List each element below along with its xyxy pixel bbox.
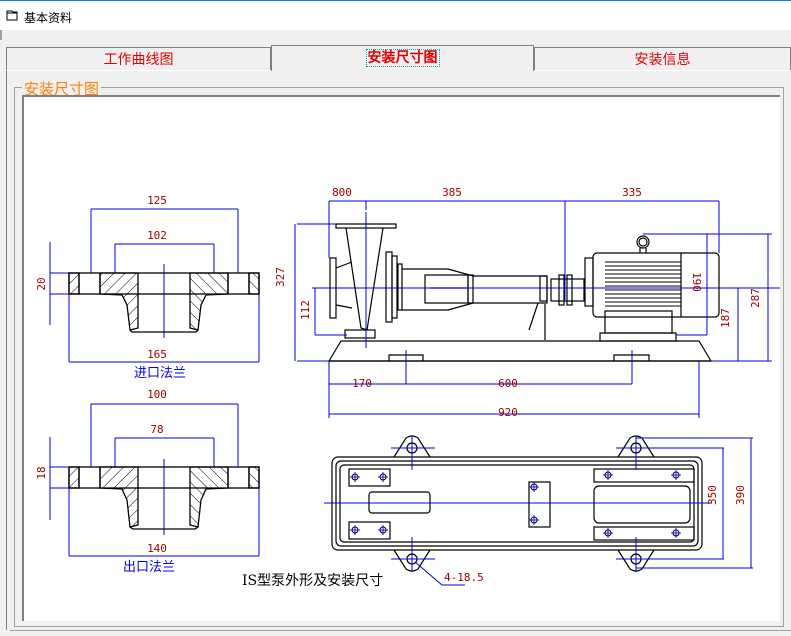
- pump-side-dims: [294, 200, 791, 418]
- tab-performance-curve[interactable]: 工作曲线图: [6, 47, 271, 71]
- dim-inlet-bolt-circle: 125: [147, 194, 167, 207]
- dim-h-max: 287: [749, 288, 762, 308]
- dim-motor-h: 190: [690, 272, 703, 292]
- dim-motor-axis: 187: [719, 308, 732, 328]
- base-top-dims: [324, 436, 753, 586]
- dim-outlet-thickness: 18: [35, 466, 48, 479]
- group-label: 安装尺寸图: [22, 78, 102, 99]
- inlet-flange-label: 进口法兰: [134, 366, 186, 381]
- installation-drawing: 125 102 165 20 进口法兰 100 78 140 18 出口法兰: [35, 186, 791, 589]
- dim-h-axis: 112: [299, 300, 312, 320]
- dim-inlet-thickness: 20: [35, 277, 48, 290]
- group-box: [14, 87, 784, 627]
- window-title: 基本资料: [24, 11, 73, 25]
- dim-w-outer: 390: [734, 485, 747, 505]
- outlet-flange-dims: [49, 403, 260, 557]
- dim-base-span: 600: [498, 377, 518, 390]
- title-bar: 基本资料: [0, 0, 791, 30]
- dim-outlet-bolt-circle: 100: [147, 388, 167, 401]
- dim-outlet-raised-face: 78: [150, 423, 163, 436]
- tab-install-dimensions[interactable]: 安装尺寸图: [271, 45, 534, 71]
- dim-base-len: 920: [498, 406, 518, 419]
- drawing-caption: IS型泵外形及安装尺寸: [242, 573, 383, 589]
- inlet-flange-dims: [49, 208, 260, 363]
- dim-c: 335: [622, 186, 642, 199]
- dim-outlet-outer: 140: [147, 542, 167, 555]
- outlet-flange-label: 出口法兰: [123, 560, 175, 575]
- dim-w-inner: 350: [706, 485, 719, 505]
- pump-side-view: [327, 223, 720, 362]
- dim-holes: 4-18.5: [444, 571, 484, 584]
- dim-inlet-raised-face: 102: [147, 229, 167, 242]
- bottom-border: [10, 630, 791, 631]
- tab-install-info[interactable]: 安装信息: [534, 47, 791, 71]
- dim-h-total: 327: [274, 267, 287, 287]
- dim-b: 385: [442, 186, 462, 199]
- tab-install-dimensions-label: 安装尺寸图: [365, 49, 440, 67]
- drawing-canvas: 125 102 165 20 进口法兰 100 78 140 18 出口法兰: [22, 95, 791, 621]
- dim-inlet-outer: 165: [147, 348, 167, 361]
- left-edge: [0, 30, 2, 40]
- window-icon: [6, 10, 18, 21]
- dim-a: 800: [332, 186, 352, 199]
- dim-base-left: 170: [352, 377, 372, 390]
